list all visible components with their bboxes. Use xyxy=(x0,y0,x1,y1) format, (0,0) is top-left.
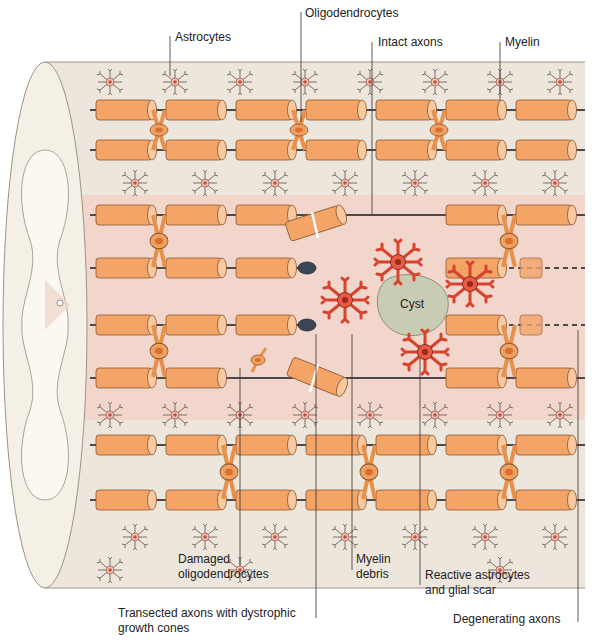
reactive-astrocyte xyxy=(322,278,368,322)
part-label: Astrocytes xyxy=(175,30,265,45)
oligodendrocyte-cells xyxy=(150,110,518,499)
leader-lines xyxy=(170,12,578,622)
astrocyte-cells xyxy=(97,69,573,583)
myelin-debris xyxy=(285,204,542,398)
part-label: Degenerating axons xyxy=(453,612,578,627)
axon-lines xyxy=(90,110,585,500)
reactive-astrocyte xyxy=(447,262,493,306)
part-label: Oligodendrocytes xyxy=(305,6,425,21)
cord-body xyxy=(3,62,585,588)
part-label: Transected axons with dystrophic growth … xyxy=(118,606,323,636)
part-label: Myelin debris xyxy=(356,552,406,582)
node-text: Cyst xyxy=(372,297,452,312)
myelin-segments xyxy=(96,100,577,510)
part-label: Damaged oligodendrocytes xyxy=(178,552,288,582)
reactive-astrocyte xyxy=(402,330,448,374)
part-label: Myelin xyxy=(505,35,565,50)
cyst-shape: Cyst xyxy=(372,272,452,338)
reactive-astrocyte xyxy=(375,240,421,284)
part-label: Reactive astrocytes and glial scar xyxy=(425,568,545,598)
dystrophic-growth-cones xyxy=(298,262,316,331)
damaged-oligodendrocyte xyxy=(251,348,266,372)
part-label: Intact axons xyxy=(378,35,478,50)
